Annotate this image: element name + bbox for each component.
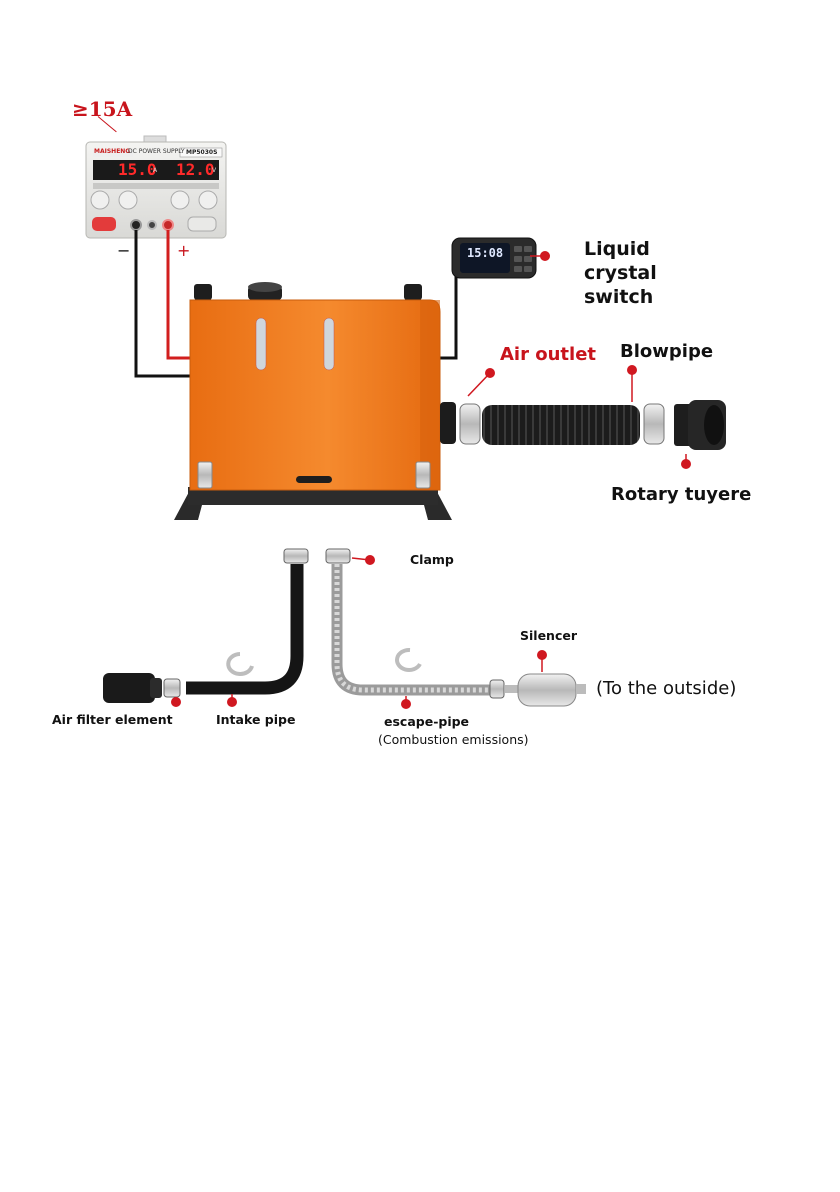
current-rating-label: ≥15A xyxy=(72,97,132,121)
positive-terminal-label: + xyxy=(177,241,190,260)
air-filter xyxy=(103,673,180,703)
clamp-label: Clamp xyxy=(410,552,454,567)
air-outlet-label: Air outlet xyxy=(500,343,596,367)
lcd-switch-label-line2: crystal xyxy=(584,261,657,285)
lcd-switch-label-line3: switch xyxy=(584,285,653,309)
exhaust-c-clip xyxy=(397,650,420,670)
air-filter-label: Air filter element xyxy=(52,712,173,727)
to-outside-label: (To the outside) xyxy=(596,678,736,699)
escape-pipe-label: escape-pipe xyxy=(384,714,469,729)
rotary-tuyere-label: Rotary tuyere xyxy=(611,483,751,507)
lcd-switch-label-line1: Liquid xyxy=(584,237,650,261)
intake-pipe xyxy=(186,564,297,688)
intake-pipe-label: Intake pipe xyxy=(216,712,295,727)
combustion-emissions-label: (Combustion emissions) xyxy=(378,732,529,747)
escape-pipe-body xyxy=(337,564,492,690)
psu-volts-display: 12.0 xyxy=(176,160,215,179)
psu-model: MP5030S xyxy=(186,149,217,156)
psu-amps-unit: A xyxy=(153,167,157,174)
intake-c-clip xyxy=(228,654,252,674)
psu-type: DC POWER SUPPLY xyxy=(128,148,185,155)
negative-terminal-label: − xyxy=(117,241,130,260)
psu-volts-unit: V xyxy=(212,167,216,174)
heater-unit xyxy=(174,282,456,520)
psu-amps-display: 15.0 xyxy=(118,160,157,179)
blowpipe-label: Blowpipe xyxy=(620,340,713,364)
controller-time-display: 15:08 xyxy=(467,246,503,260)
blowpipe-assembly xyxy=(460,400,726,450)
pipe-clamps xyxy=(284,549,350,563)
silencer-label: Silencer xyxy=(520,628,577,643)
silencer xyxy=(490,674,586,706)
psu-brand: MAISHENG xyxy=(94,148,130,155)
